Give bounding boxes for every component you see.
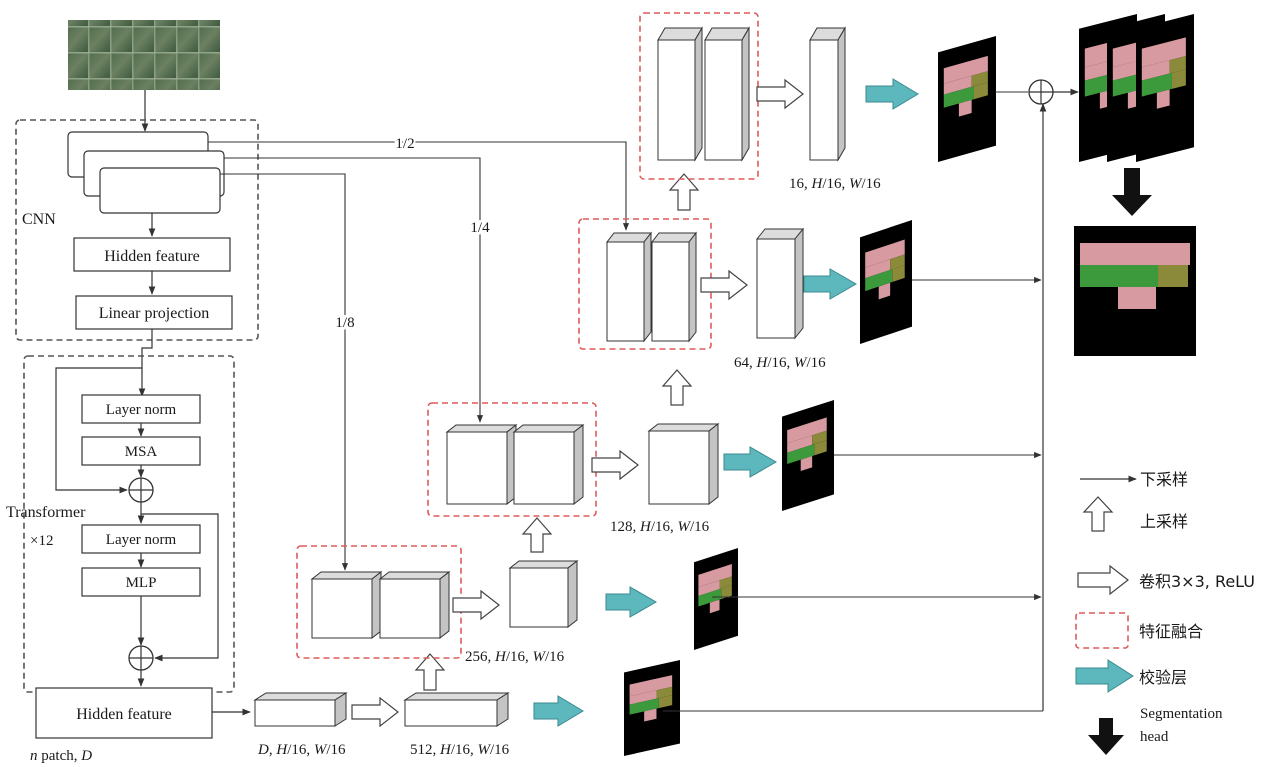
seg-map-stack-3 (1136, 14, 1194, 162)
teal-right-arrow-icon (866, 79, 918, 109)
input-satellite-image (68, 20, 220, 90)
layer-norm-1-label: Layer norm (106, 402, 177, 418)
skip-quarter-line (224, 158, 480, 422)
seg-map-16 (938, 36, 996, 162)
skip-half-line (208, 142, 626, 230)
legend-fusion-swatch (1076, 613, 1128, 648)
hollow-right-arrow-icon (757, 80, 803, 108)
legend-fusion-label: 特征融合 (1139, 622, 1203, 641)
seg-map-64 (860, 220, 912, 344)
teal-right-arrow-icon (804, 269, 856, 299)
feature-block-256 (510, 561, 577, 627)
seg-map-256 (694, 548, 738, 650)
dim-label-128: 128, H/16, W/16 (610, 519, 710, 535)
final-segmentation-output (1074, 226, 1196, 356)
hollow-right-arrow-icon (1078, 566, 1128, 594)
dim-label-d: D, H/16, W/16 (257, 742, 346, 758)
feature-block-16 (810, 28, 845, 160)
legend-conv-label: 卷积3×3, ReLU (1139, 572, 1255, 591)
hollow-right-arrow-icon (352, 698, 398, 726)
sum-icon (129, 478, 153, 502)
mlp-label: MLP (126, 575, 157, 591)
skip-quarter-label: 1/4 (470, 220, 490, 236)
transformer-label: Transformer (6, 504, 86, 521)
dim-label-16: 16, H/16, W/16 (789, 176, 881, 192)
fusion-cube (652, 233, 696, 341)
transformer-repeat-label: ×12 (30, 533, 53, 549)
layer-norm-2-label: Layer norm (106, 532, 177, 548)
black-down-arrow-icon (1112, 168, 1152, 216)
skip-eighth-line (220, 174, 345, 570)
legend-downsample-label: 下采样 (1140, 470, 1188, 489)
fusion-cube (514, 425, 583, 504)
hidden-dims-label: n patch, D (30, 748, 92, 764)
hidden-feature-label: Hidden feature (104, 248, 200, 265)
hollow-right-arrow-icon (701, 271, 747, 299)
cnn-layer-3 (100, 168, 220, 213)
hollow-right-arrow-icon (592, 451, 638, 479)
teal-right-arrow-icon (724, 447, 776, 477)
skip-half-label: 1/2 (395, 136, 414, 152)
dim-label-64: 64, H/16, W/16 (734, 355, 826, 371)
fusion-cube (607, 233, 651, 341)
black-down-arrow-icon (1088, 718, 1124, 755)
fusion-cube (447, 425, 516, 504)
cnn-label: CNN (22, 211, 56, 228)
feature-block-d (255, 693, 346, 726)
hollow-up-arrow-icon (523, 518, 551, 552)
fusion-cube (658, 28, 702, 160)
legend-upsample-label: 上采样 (1140, 512, 1188, 531)
legend-seg-head-label-2: head (1140, 729, 1169, 745)
hollow-up-arrow-icon (416, 654, 444, 690)
legend-seg-head-label-1: Segmentation (1140, 706, 1223, 722)
fusion-cube (312, 572, 381, 638)
legend-verify-label: 校验层 (1139, 668, 1187, 687)
hollow-up-arrow-icon (663, 370, 691, 405)
skip-eighth-label: 1/8 (335, 315, 354, 331)
feature-block-64 (757, 229, 803, 338)
seg-map-128 (782, 400, 834, 511)
teal-right-arrow-icon (534, 696, 583, 726)
seg-map-512 (624, 660, 680, 756)
linear-projection-label: Linear projection (99, 305, 210, 322)
fusion-cube (705, 28, 749, 160)
teal-right-arrow-icon (606, 587, 656, 617)
proj-to-transformer-line (142, 329, 152, 396)
hidden-feature-out-label: Hidden feature (76, 706, 172, 723)
feature-block-512 (405, 693, 508, 726)
sum-icon (129, 646, 153, 670)
feature-block-128 (649, 424, 718, 504)
dim-label-512: 512, H/16, W/16 (410, 742, 510, 758)
dim-label-256: 256, H/16, W/16 (465, 649, 565, 665)
teal-right-arrow-icon (1076, 660, 1133, 692)
fusion-cube (380, 572, 449, 638)
residual-1 (56, 368, 142, 490)
msa-label: MSA (125, 444, 158, 460)
hollow-up-arrow-icon (1084, 497, 1112, 531)
sum-icon (1029, 80, 1053, 104)
hollow-right-arrow-icon (453, 591, 499, 619)
